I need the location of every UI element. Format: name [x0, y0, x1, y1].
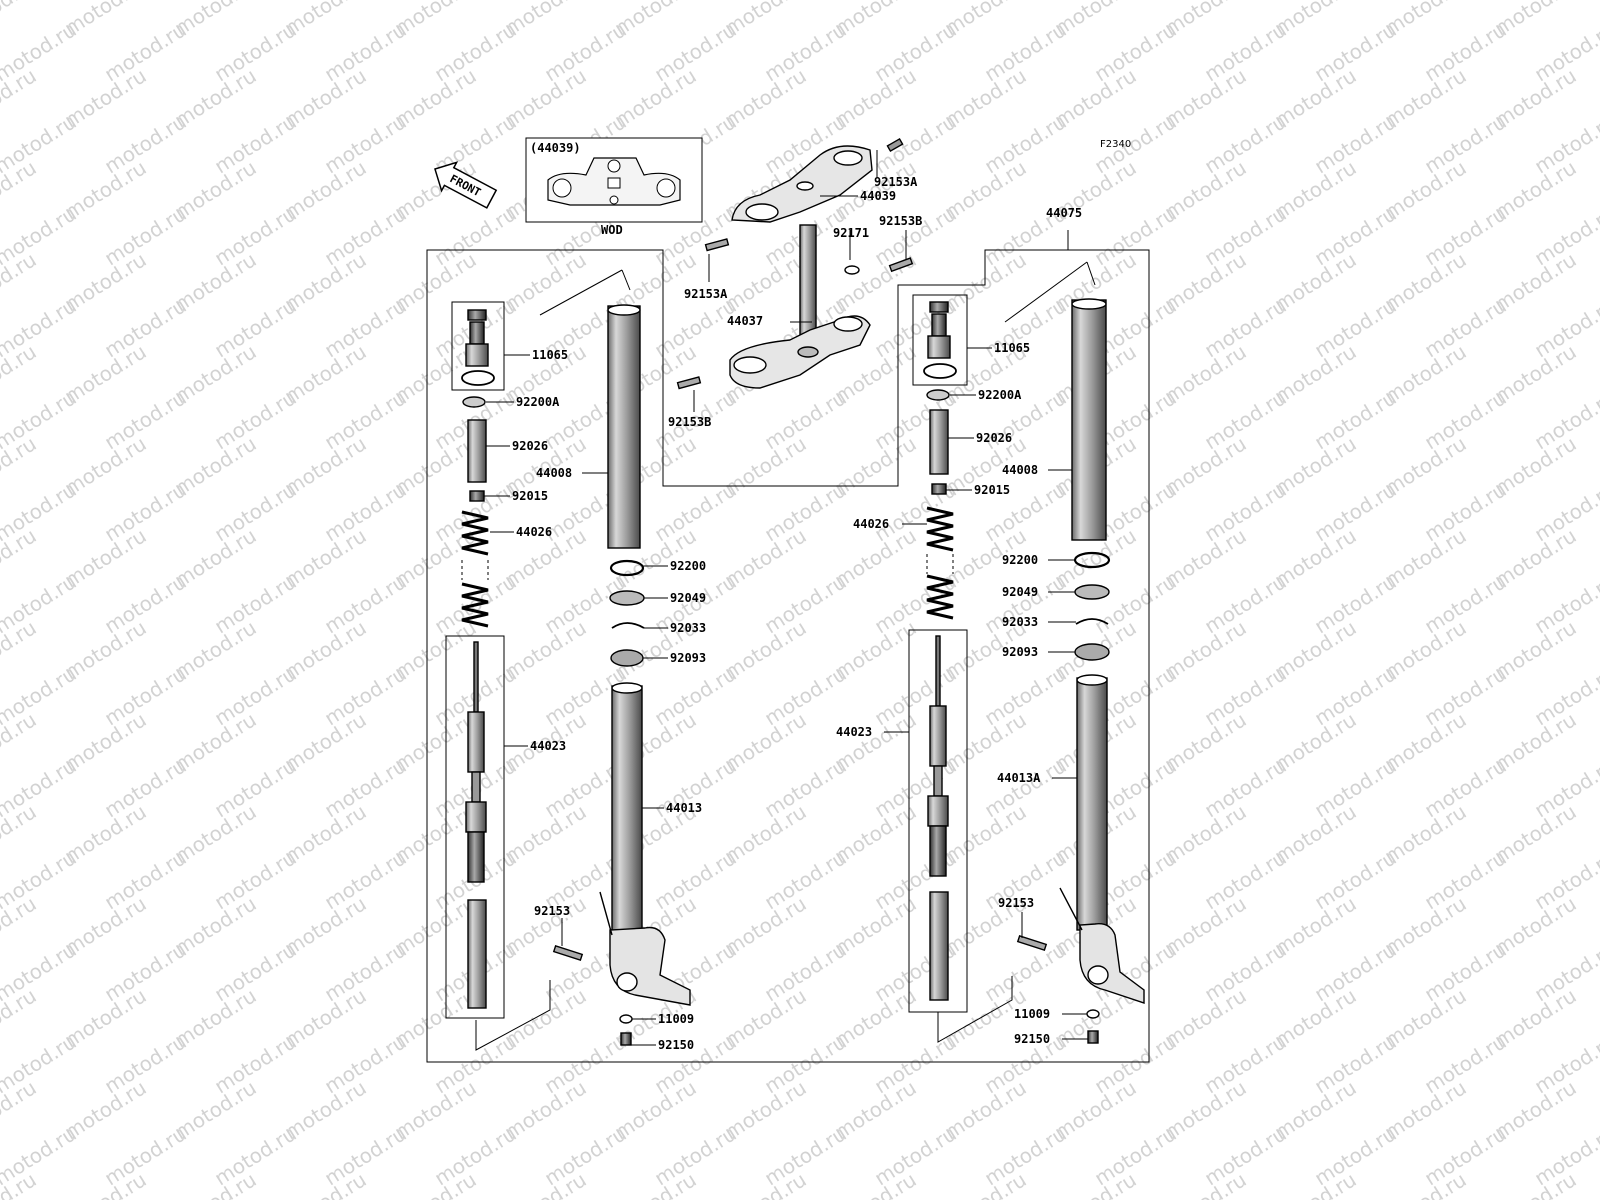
inset-note: WOD: [601, 223, 623, 237]
label-44075: 44075: [1046, 206, 1082, 220]
left-label-92153: 92153: [534, 904, 570, 918]
right-label-92026: 92026: [976, 431, 1012, 445]
top-clamp-44039: [731, 137, 904, 223]
left-label-92200: 92200: [670, 559, 706, 573]
right-label-92153: 92153: [998, 896, 1034, 910]
right-label-92200: 92200: [1002, 553, 1038, 567]
right-label-92033: 92033: [1002, 615, 1038, 629]
inset-part-label: (44039): [530, 141, 581, 155]
label-44039: 44039: [860, 189, 896, 203]
left-label-92200A: 92200A: [516, 395, 560, 409]
right-label-92049: 92049: [1002, 585, 1038, 599]
label-92171: 92171: [833, 226, 869, 240]
left-label-44013: 44013: [666, 801, 702, 815]
left-fork: 11065 92200A 92026 92015 44026 44023 440…: [445, 301, 706, 1052]
label-92153A-top: 92153A: [874, 175, 918, 189]
left-label-92015: 92015: [512, 489, 548, 503]
right-label-44008: 44008: [1002, 463, 1038, 477]
right-label-92150: 92150: [1014, 1032, 1050, 1046]
right-label-92200A: 92200A: [978, 388, 1022, 402]
left-label-11009: 11009: [658, 1012, 694, 1026]
label-92153B-bottom: 92153B: [668, 415, 711, 429]
label-92153B-top: 92153B: [879, 214, 922, 228]
diagram-code: F2340: [1100, 139, 1131, 150]
right-label-44026: 44026: [853, 517, 889, 531]
right-label-44023: 44023: [836, 725, 872, 739]
left-label-92093: 92093: [670, 651, 706, 665]
right-label-11009: 11009: [1014, 1007, 1050, 1021]
left-label-44023: 44023: [530, 739, 566, 753]
left-label-92026: 92026: [512, 439, 548, 453]
right-label-44013A: 44013A: [997, 771, 1041, 785]
left-label-92150: 92150: [658, 1038, 694, 1052]
label-44037: 44037: [727, 314, 763, 328]
steering-stem-44037: [729, 224, 871, 389]
front-arrow-icon: FRONT: [434, 161, 498, 209]
left-label-44008: 44008: [536, 466, 572, 480]
label-92153A-left: 92153A: [684, 287, 728, 301]
left-label-44026: 44026: [516, 525, 552, 539]
right-label-92015: 92015: [974, 483, 1010, 497]
left-label-11065: 11065: [532, 348, 568, 362]
left-label-92033: 92033: [670, 621, 706, 635]
right-label-11065: 11065: [994, 341, 1030, 355]
inset-box: (44039) WOD: [525, 137, 703, 237]
right-label-92093: 92093: [1002, 645, 1038, 659]
left-label-92049: 92049: [670, 591, 706, 605]
right-fork: 11065 92200A 92026 92015 44026 44023 440…: [836, 294, 1145, 1046]
